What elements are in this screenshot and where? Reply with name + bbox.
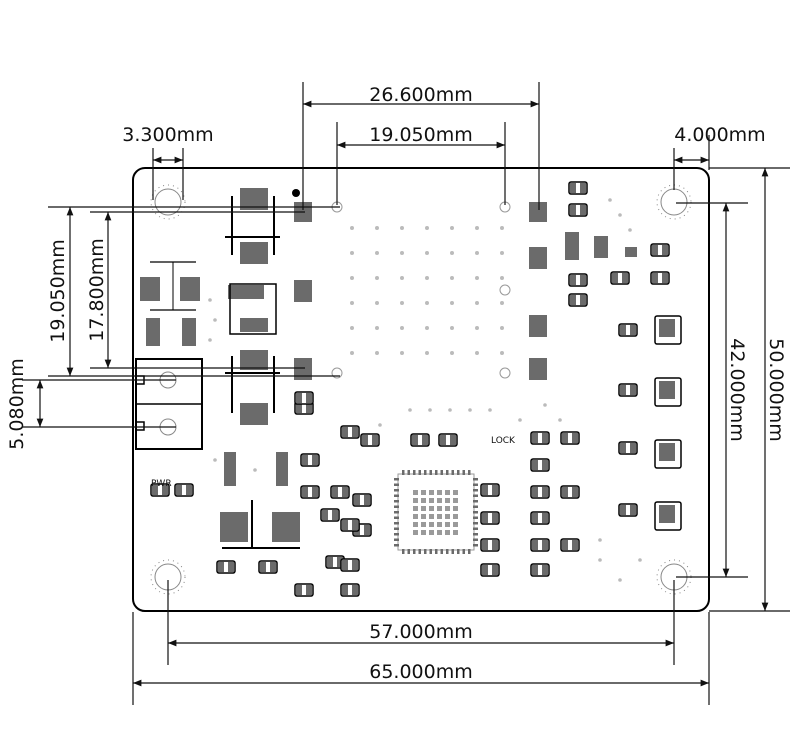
dim-17-800: 17.800mm xyxy=(86,238,108,342)
dim-26-600: 26.600mm xyxy=(369,84,473,106)
dim-4-000: 4.000mm xyxy=(674,124,765,146)
passive-components xyxy=(150,181,670,597)
mcu-chip xyxy=(394,470,478,554)
pwr-label: PWR xyxy=(151,479,172,489)
via-grid xyxy=(208,198,642,582)
dim-65-000: 65.000mm xyxy=(369,661,473,683)
buttons xyxy=(654,315,682,531)
dim-19-050-left: 19.050mm xyxy=(47,239,69,343)
smd-pads xyxy=(140,188,675,542)
dim-5-080: 5.080mm xyxy=(6,358,28,449)
dimension-lines xyxy=(22,82,790,705)
lock-label: LOCK xyxy=(491,436,516,446)
pin1-marker xyxy=(292,189,300,197)
mounting-hole-top-left xyxy=(154,188,182,216)
dim-57-000: 57.000mm xyxy=(369,621,473,643)
dim-19-050-top: 19.050mm xyxy=(369,124,473,146)
dim-3-300: 3.300mm xyxy=(122,124,213,146)
board-outline xyxy=(132,167,710,612)
component-outlines xyxy=(135,196,300,549)
dim-50-000: 50.000mm xyxy=(765,338,787,442)
dim-42-000: 42.000mm xyxy=(726,338,748,442)
